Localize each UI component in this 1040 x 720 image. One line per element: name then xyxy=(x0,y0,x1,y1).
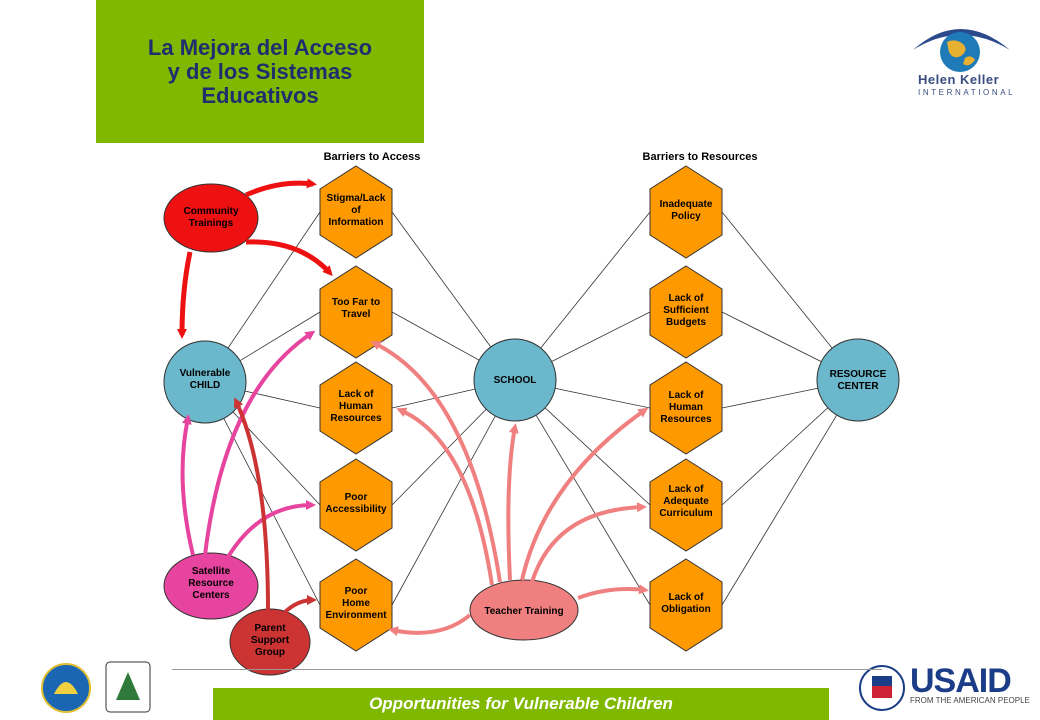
resource-barrier-2 xyxy=(649,265,723,359)
access-barrier-2 xyxy=(319,265,393,359)
footer-text: Opportunities for Vulnerable Children xyxy=(369,694,673,713)
vulnerable-child-node xyxy=(163,340,247,424)
parent-arrows xyxy=(233,397,317,614)
teacher-label: Teacher Training xyxy=(484,606,563,617)
school-node xyxy=(473,338,557,422)
access-barrier-5 xyxy=(319,558,393,652)
helen-keller-sub: INTERNATIONAL xyxy=(918,88,1016,97)
emblem-left-logos xyxy=(41,661,151,713)
resource-barrier-5 xyxy=(649,558,723,652)
resource-barrier-1 xyxy=(649,165,723,259)
community-trainings-node xyxy=(163,183,259,253)
resource-barrier-3 xyxy=(649,361,723,455)
helen-keller-logo xyxy=(905,20,1025,105)
access-barrier-1 xyxy=(319,165,393,259)
title-banner: La Mejora del Acceso y de los Sistemas E… xyxy=(96,0,424,143)
access-barrier-3 xyxy=(319,361,393,455)
footer-rule xyxy=(172,669,882,670)
usaid-logo: USAID xyxy=(910,662,1012,700)
footer-bar: Opportunities for Vulnerable Children xyxy=(213,688,829,720)
header-barriers-resources: Barriers to Resources xyxy=(643,151,758,163)
resource-center-node xyxy=(816,338,900,422)
resource-barrier-4 xyxy=(649,458,723,552)
community-arrows xyxy=(177,178,333,339)
access-barrier-4 xyxy=(319,458,393,552)
page-title: La Mejora del Acceso y de los Sistemas E… xyxy=(147,34,373,108)
satellite-centers-node xyxy=(163,552,259,620)
usaid-seal xyxy=(859,665,905,711)
header-barriers-access: Barriers to Access xyxy=(324,151,421,163)
parent-support-node xyxy=(229,608,311,676)
usaid-tagline: FROM THE AMERICAN PEOPLE xyxy=(910,696,1030,705)
teacher-arrows xyxy=(370,341,649,637)
helen-keller-name: Helen Keller xyxy=(918,72,1000,87)
school-label: SCHOOL xyxy=(494,375,537,386)
